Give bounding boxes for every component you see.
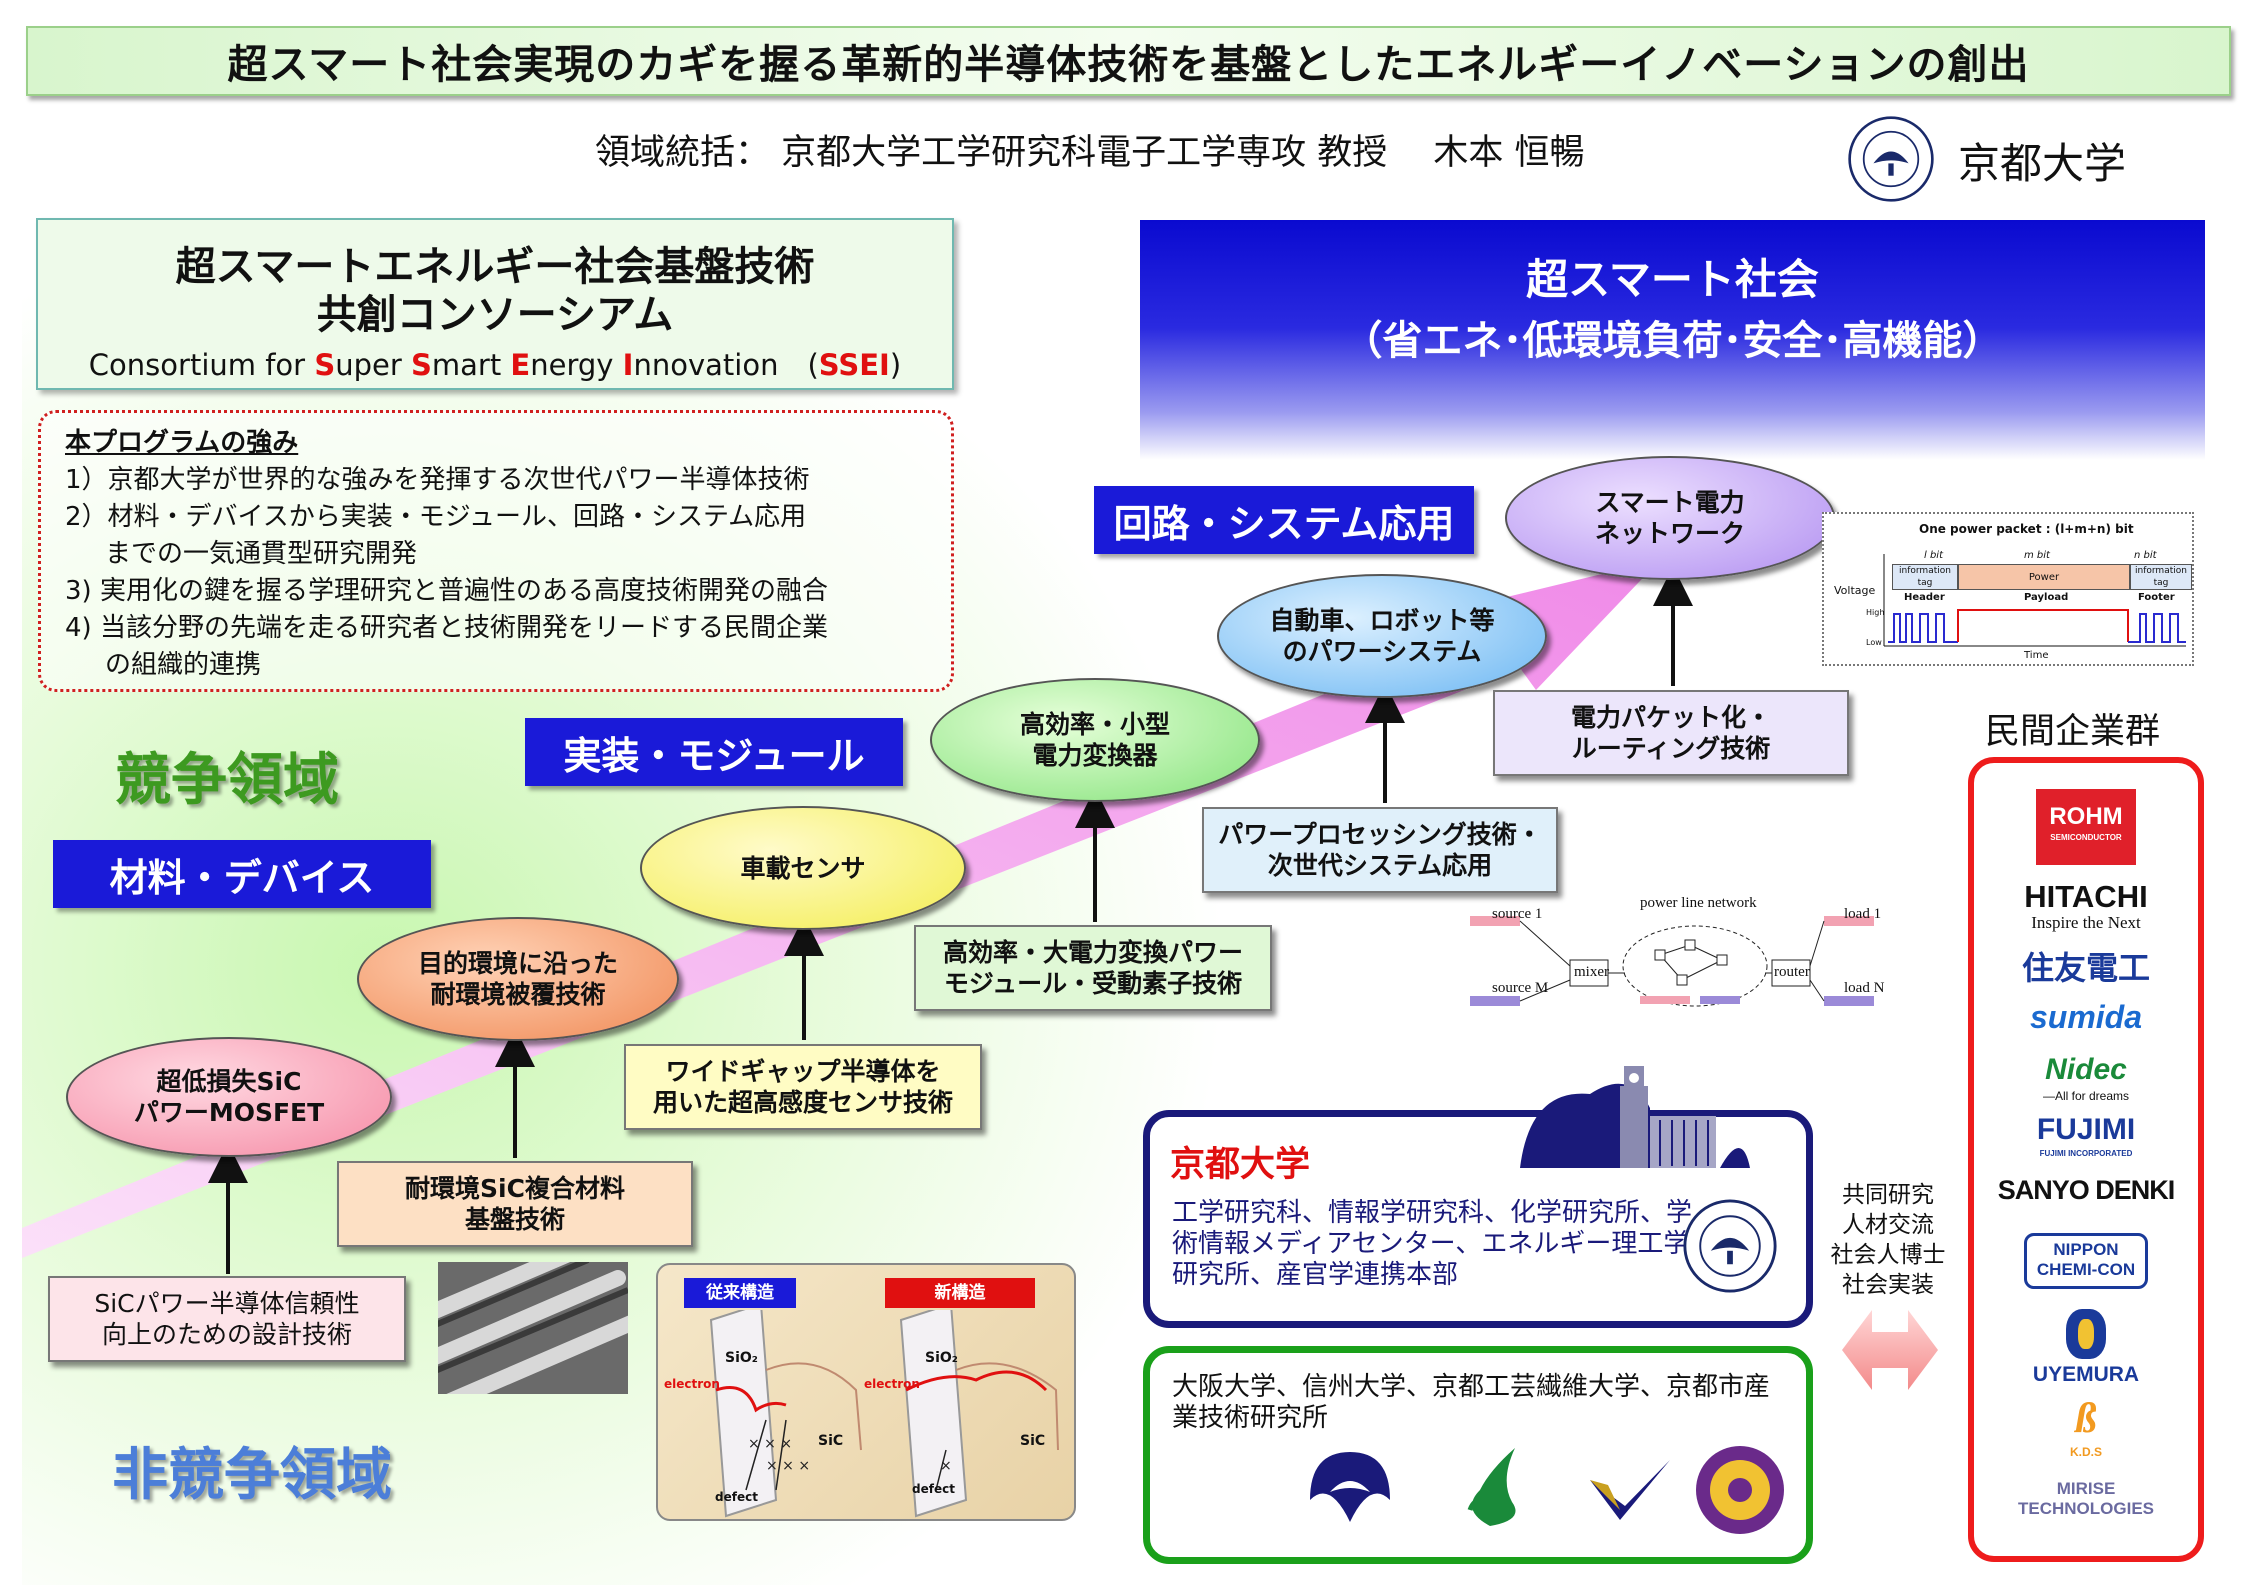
strength-item: 2）材料・デバイスから実装・モジュール、回路・システム応用: [65, 502, 807, 532]
consortium-box: 超スマートエネルギー社会基盤技術 共創コンソーシアム Consortium fo…: [36, 218, 954, 390]
sem-micrograph-image: [438, 1262, 628, 1394]
electron-label-new: electron: [864, 1377, 920, 1391]
goal-power-system: 自動車、ロボット等のパワーシステム: [1217, 574, 1547, 698]
sumitomo-electric-logo: 住友電工: [2021, 950, 2150, 986]
sio2-label-new: SiO₂: [925, 1350, 958, 1366]
society-subtitle: （省エネ･低環境負荷･安全･高機能）: [1342, 318, 2003, 364]
nidec-slogan: —All for dreams: [2042, 1089, 2130, 1103]
fujimi-logo: FUJIMI: [2036, 1113, 2136, 1146]
companies-box: ROHM SEMICONDUCTOR HITACHI Inspire the N…: [1968, 757, 2204, 1562]
tech-sic-composite: 耐環境SiC複合材料基盤技術: [337, 1161, 693, 1247]
hitachi-slogan: Inspire the Next: [2031, 913, 2141, 932]
source-1-label: source 1: [1492, 906, 1543, 922]
uyemura-mark-icon: [2066, 1309, 2106, 1359]
rohm-logo: ROHM SEMICONDUCTOR: [2036, 789, 2136, 865]
partner-institutions-box: [1143, 1346, 1813, 1564]
strength-item: の組織的連携: [105, 650, 262, 680]
collaboration-exchange-list: 共同研究 人材交流 社会人博士 社会実装: [1830, 1182, 1946, 1298]
power-line-network-diagram: [1470, 916, 1874, 1007]
competitive-zone-label: 競争領域: [115, 748, 339, 813]
double-arrow-icon: [1842, 1310, 1938, 1390]
svg-text:×: ×: [940, 1458, 952, 1474]
tech-power-module: 高効率・大電力変換パワーモジュール・受動素子技術: [914, 925, 1272, 1011]
partner-logos: [1310, 1446, 1784, 1534]
program-leader: 領域統括： 京都大学工学研究科電子工学専攻 教授 木本 恒暢: [595, 133, 1585, 173]
old-structure-label: 従来構造: [684, 1278, 796, 1308]
source-m-label: source M: [1492, 980, 1549, 996]
defect-label-new: defect: [912, 1482, 955, 1496]
goal-power-converter: 高効率・小型電力変換器: [930, 678, 1260, 802]
program-strengths: 本プログラムの強み 1）京都大学が世界的な強みを発揮する次世代パワー半導体技術 …: [38, 410, 954, 692]
page-title: 超スマート社会実現のカギを握る革新的半導体技術を基盤としたエネルギーイノベーショ…: [26, 26, 2231, 96]
tech-reliability-design: SiCパワー半導体信頼性向上のための設計技術: [48, 1276, 406, 1362]
interface-defect-diagram: × × × × × × ×: [709, 1310, 1059, 1518]
strength-item: 3) 実用化の鍵を握る学理研究と普遍性のある高度技術開発の融合: [65, 576, 828, 606]
load-1-label: load 1: [1844, 906, 1882, 922]
partner-institutions-list: 大阪大学、信州大学、京都工芸繊維大学、京都市産業技術研究所: [1172, 1372, 1771, 1433]
power-packet-diagram: One power packet : (l+m+n) bit l bit m b…: [1822, 512, 2194, 666]
osaka-university-logo-icon: [1310, 1452, 1390, 1522]
sic-label-old: SiC: [818, 1433, 844, 1449]
router-label: router: [1774, 964, 1810, 980]
defect-label-old: defect: [715, 1490, 758, 1504]
strengths-heading: 本プログラムの強み: [65, 428, 299, 458]
nidec-logo: Nidec: [2045, 1053, 2127, 1086]
sanyo-denki-logo: SANYO DENKI: [1997, 1175, 2176, 1205]
noncompetitive-zone-label: 非競争領域: [112, 1443, 392, 1508]
electron-label-old: electron: [664, 1377, 720, 1391]
tech-widegap-sensor: ワイドギャップ半導体を用いた超高感度センサ技術: [624, 1044, 982, 1130]
category-material-device: 材料・デバイス: [53, 840, 431, 908]
category-packaging-module: 実装・モジュール: [525, 718, 903, 786]
strength-item: 4) 当該分野の先端を走る研究者と技術開発をリードする民間企業: [65, 613, 828, 643]
tech-power-processing: パワープロセッシング技術・次世代システム応用: [1202, 807, 1558, 893]
network-label: power line network: [1640, 895, 1757, 911]
kds-logo-icon: ß: [2075, 1396, 2097, 1442]
sumida-logo: sumida: [2029, 999, 2143, 1035]
new-structure-label: 新構造: [885, 1278, 1035, 1308]
svg-text:× × ×: × × ×: [748, 1436, 792, 1452]
nippon-chemicon-logo: NIPPON CHEMI-CON: [2024, 1233, 2148, 1289]
goal-coating: 目的環境に沿った耐環境被覆技術: [357, 917, 679, 1041]
mixer-label: mixer: [1574, 964, 1609, 980]
svg-text:× × ×: × × ×: [766, 1458, 810, 1474]
goal-smart-power-network: スマート電力ネットワーク: [1505, 456, 1835, 580]
uyemura-logo: UYEMURA: [2032, 1363, 2140, 1386]
consortium-title: 超スマートエネルギー社会基盤技術: [175, 244, 815, 290]
society-title: 超スマート社会: [1526, 255, 1819, 304]
shinshu-university-logo-icon: [1467, 1448, 1516, 1526]
strength-item: 1）京都大学が世界的な強みを発揮する次世代パワー半導体技術: [65, 465, 810, 495]
clock-tower-icon: [1520, 1066, 1750, 1172]
load-n-label: load N: [1844, 980, 1885, 996]
super-smart-society-banner: 超スマート社会 （省エネ･低環境負荷･安全･高機能）: [1140, 220, 2205, 460]
kyoto-institute-technology-logo-icon: [1590, 1460, 1670, 1520]
consortium-subtitle: 共創コンソーシアム: [316, 292, 674, 338]
mirise-logo: MIRISE: [2056, 1479, 2116, 1498]
kds-logo: K.D.S: [2069, 1445, 2102, 1459]
consortium-english-name: Consortium for Super Smart Energy Innova…: [88, 348, 902, 382]
goal-vehicle-sensor: 車載センサ: [640, 806, 966, 930]
hitachi-logo: HITACHI: [2024, 879, 2148, 914]
category-circuit-system: 回路・システム応用: [1094, 486, 1474, 554]
tech-power-packet: 電力パケット化・ルーティング技術: [1493, 690, 1849, 776]
kyoto-university-departments: 工学研究科、情報学研究科、化学研究所、学術情報メディアセンター、エネルギー理工学…: [1172, 1198, 1693, 1290]
kyoto-university-title: 京都大学: [1170, 1144, 1311, 1185]
fujimi-sub: FUJIMI INCORPORATED: [2039, 1149, 2133, 1158]
kyoto-university-seal-icon: [1848, 116, 1934, 202]
kyoto-university-seal-icon: [1683, 1199, 1777, 1293]
kyoto-municipal-institute-logo-icon: [1696, 1446, 1784, 1534]
sic-label-new: SiC: [1020, 1433, 1046, 1449]
university-name: 京都大学: [1958, 139, 2127, 188]
companies-label: 民間企業群: [1985, 712, 2161, 752]
sio2-label-old: SiO₂: [725, 1350, 758, 1366]
mirise-logo-sub: TECHNOLOGIES: [2017, 1499, 2154, 1518]
strength-item: までの一気通貫型研究開発: [105, 539, 418, 569]
